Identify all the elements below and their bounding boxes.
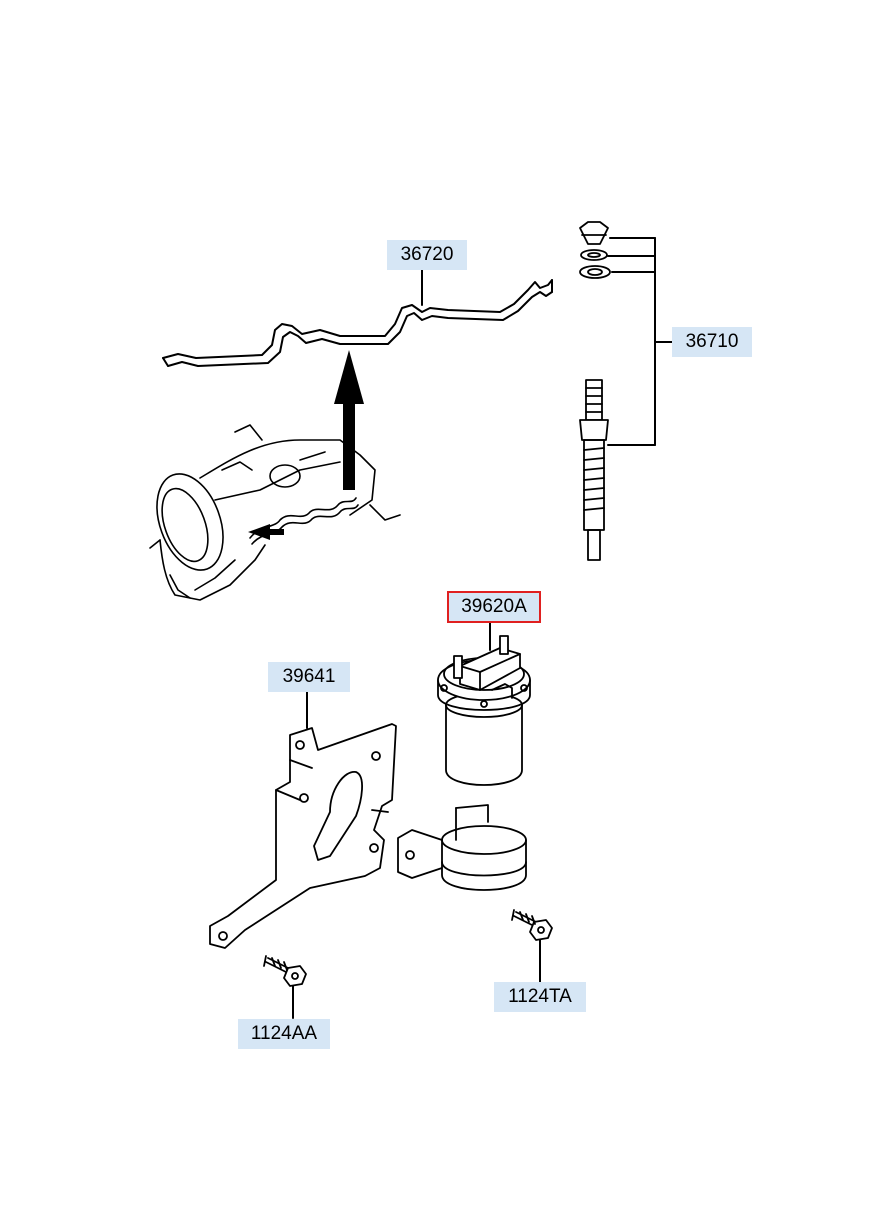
bracket-line-36710 [607,237,673,446]
up-arrow-icon [334,350,364,490]
fuel-filter-illustration [437,635,531,786]
part-label-1124ta[interactable]: 1124TA [494,982,586,1012]
part-label-39620a[interactable]: 39620A [447,591,541,623]
part-label-36720[interactable]: 36720 [387,240,467,270]
part-label-39641[interactable]: 39641 [268,662,350,692]
left-arrow-icon [248,524,270,540]
clamp-illustration [397,804,527,891]
gasket-illustration [162,279,553,367]
cylinder-head-illustration [149,424,401,601]
bolt-1124ta-illustration [511,909,553,941]
bolt-1124aa-illustration [263,955,307,987]
bracket-illustration [209,723,397,949]
glow-plug-bolt-illustration [579,221,611,561]
part-label-1124aa[interactable]: 1124AA [238,1019,330,1049]
part-label-36710[interactable]: 36710 [672,327,752,357]
